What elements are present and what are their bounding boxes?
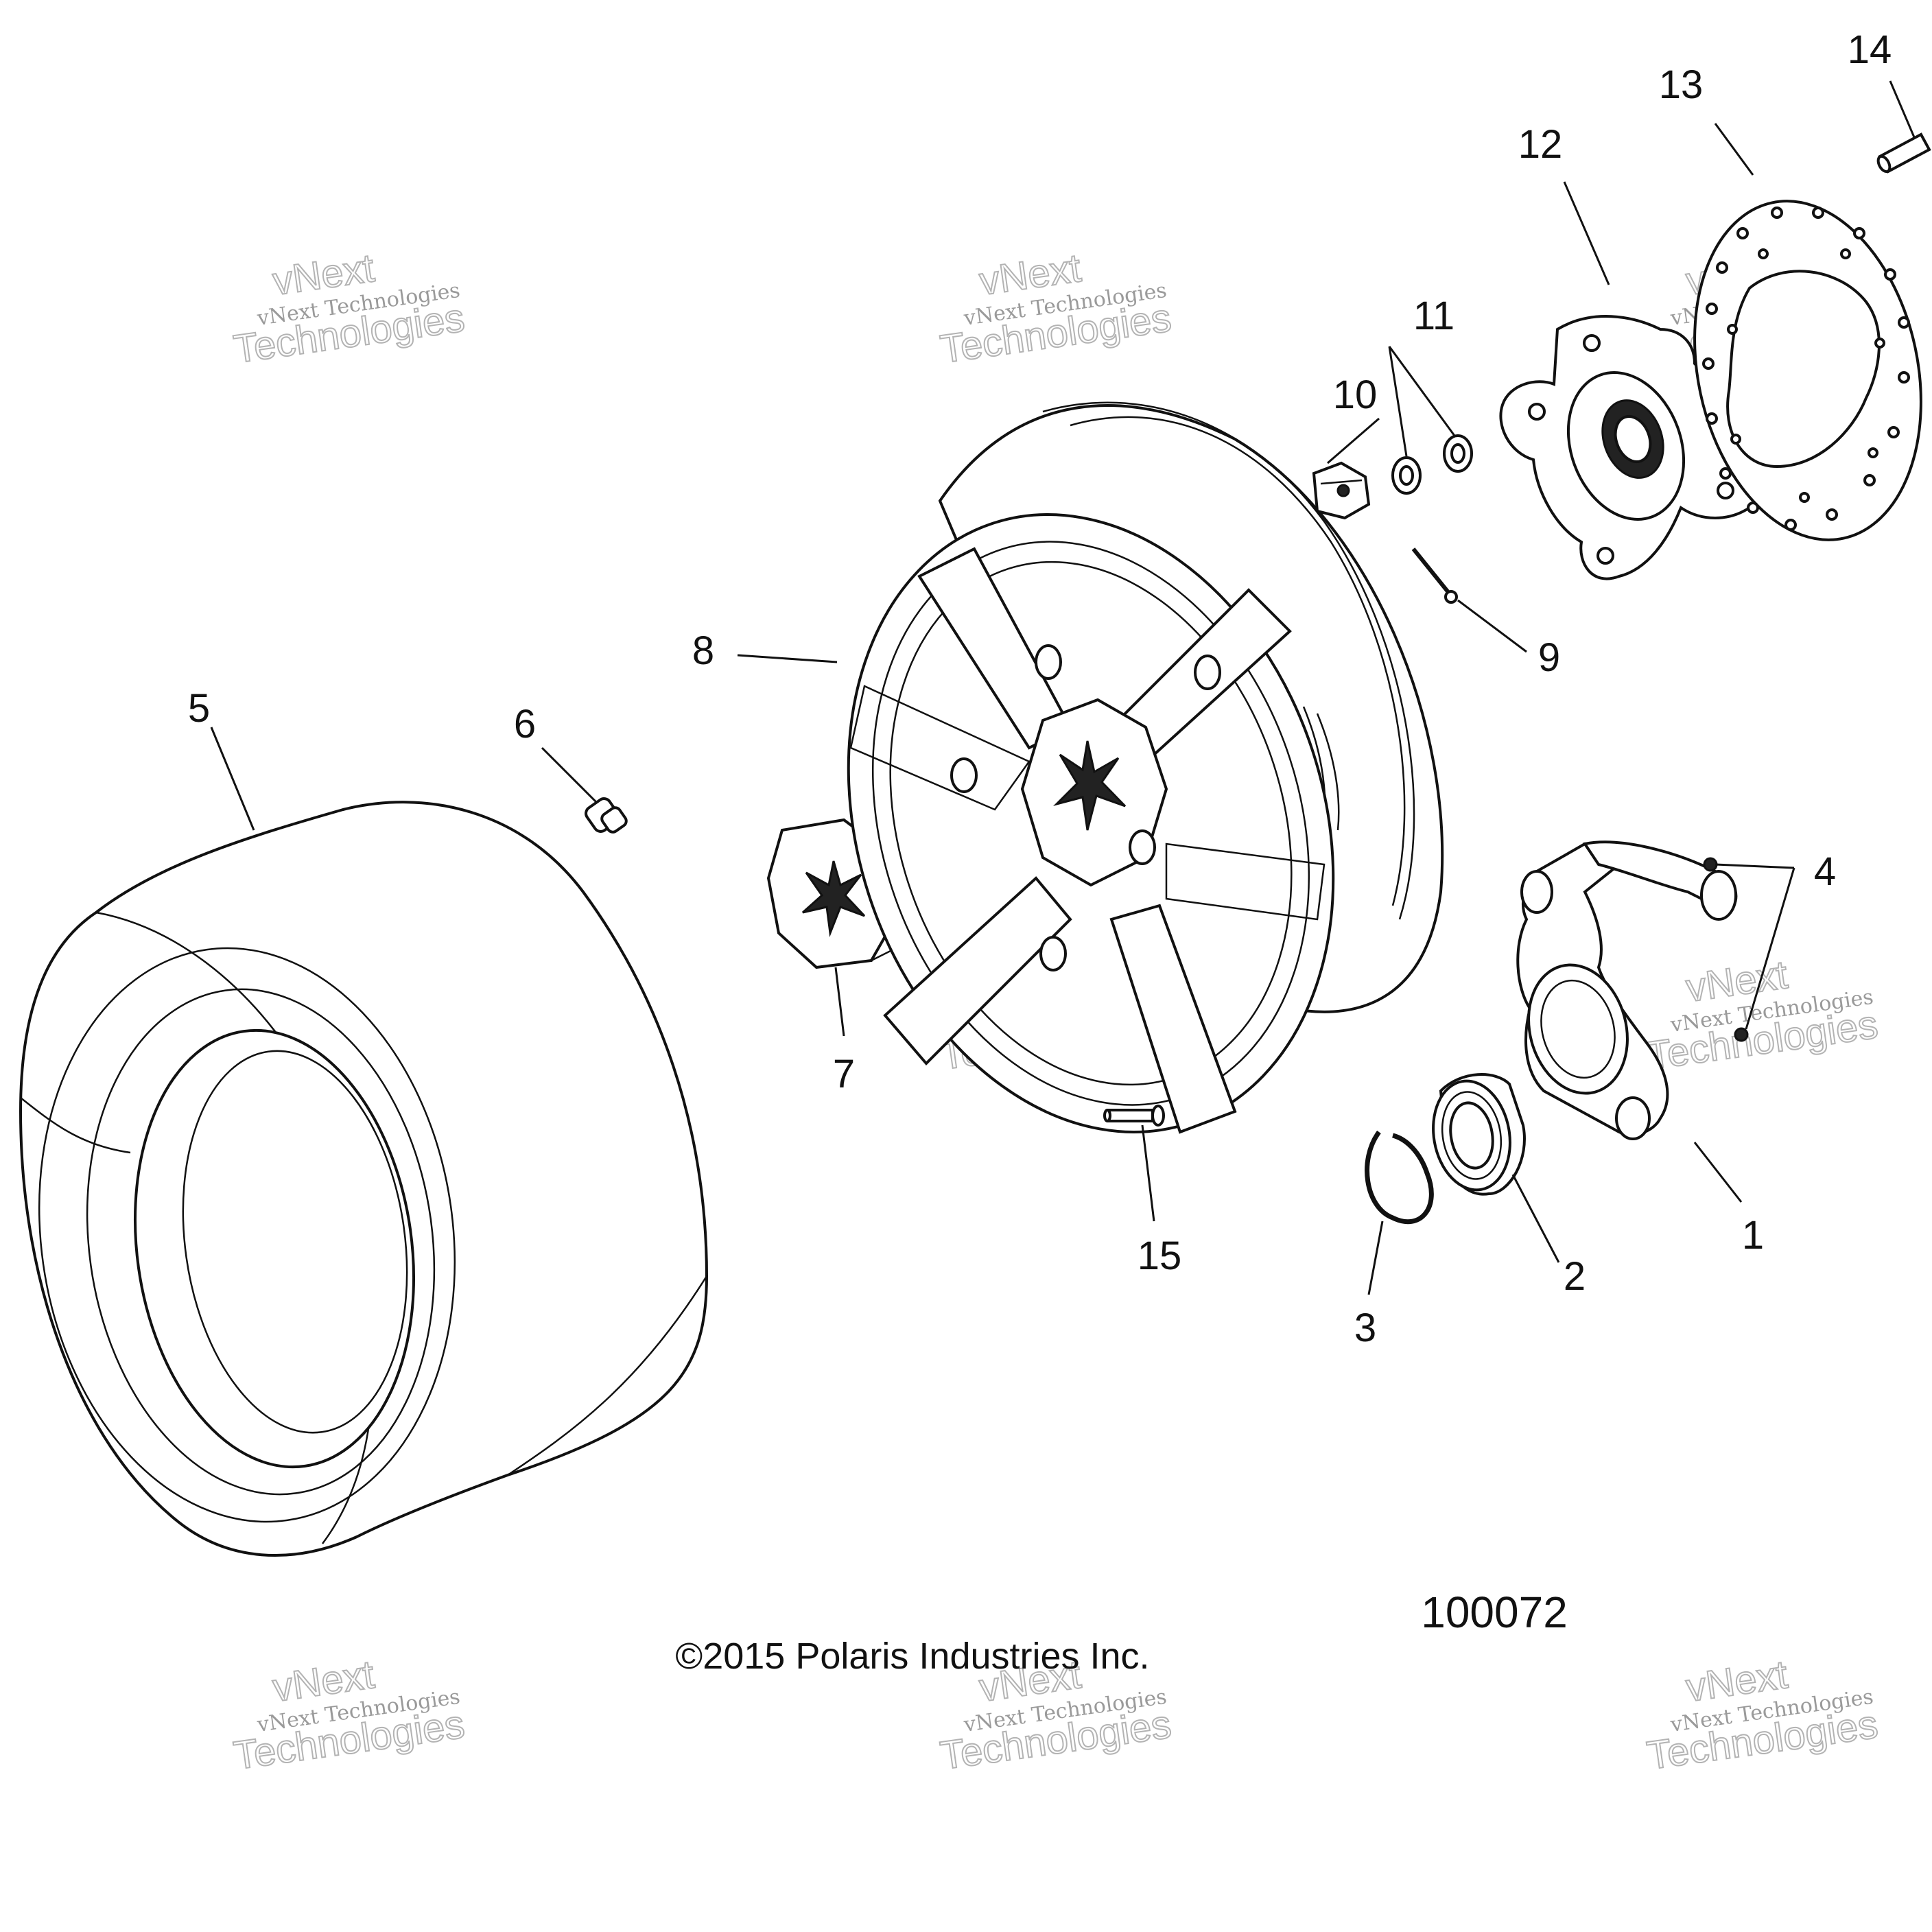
bearing-part-2[interactable] [1425,1073,1526,1196]
pin-part-14[interactable] [1876,132,1931,174]
watermark: vNext vNext Technologies Technologies [231,1651,468,1779]
callout-3: 3 [1354,1306,1376,1350]
callout-4: 4 [1814,849,1836,894]
brake-disc-part-13[interactable] [1665,180,1932,561]
watermark: vNext vNext Technologies Technologies [1644,1651,1881,1779]
callout-7: 7 [833,1052,855,1096]
knuckle-part-1[interactable] [1515,840,1738,1140]
snap-ring-part-3[interactable] [1365,1130,1434,1225]
watermark: vNext vNext Technologies Technologies [1644,952,1881,1079]
callout-1: 1 [1742,1213,1764,1258]
bolt-part-15[interactable] [1103,1105,1165,1127]
callout-5: 5 [188,686,210,731]
callout-10: 10 [1333,373,1378,417]
callout-9: 9 [1538,635,1560,680]
watermark: vNext vNext Technologies Technologies [231,245,468,373]
callout-labels: 1 2 3 4 5 6 7 8 9 10 11 12 13 14 15 [188,27,1892,1350]
brake-disc-holes [1702,207,1910,531]
callout-6: 6 [514,702,536,746]
callout-13: 13 [1659,62,1704,107]
callout-11: 11 [1413,294,1454,338]
cotter-pin-part-9[interactable] [1411,547,1458,604]
small-nuts-part-4[interactable] [1703,857,1749,1042]
hub-part-12[interactable] [1499,315,1758,580]
castle-nut-part-10[interactable] [1312,461,1371,520]
figure-id: 100072 [1421,1588,1568,1637]
callout-15: 15 [1138,1234,1182,1278]
callout-14: 14 [1848,27,1892,72]
callout-2: 2 [1564,1254,1586,1299]
watermark: vNext vNext Technologies Technologies [937,245,1175,373]
callout-8: 8 [692,628,714,673]
callout-12: 12 [1518,122,1563,167]
copyright-notice: ©2015 Polaris Industries Inc. [675,1636,1149,1677]
wheel-part-8[interactable] [771,401,1444,1196]
valve-cap-part-6[interactable] [583,796,628,834]
leader-lines [210,80,1916,1295]
washers-part-11[interactable] [1391,434,1473,495]
tire-part-5[interactable] [3,801,709,1557]
